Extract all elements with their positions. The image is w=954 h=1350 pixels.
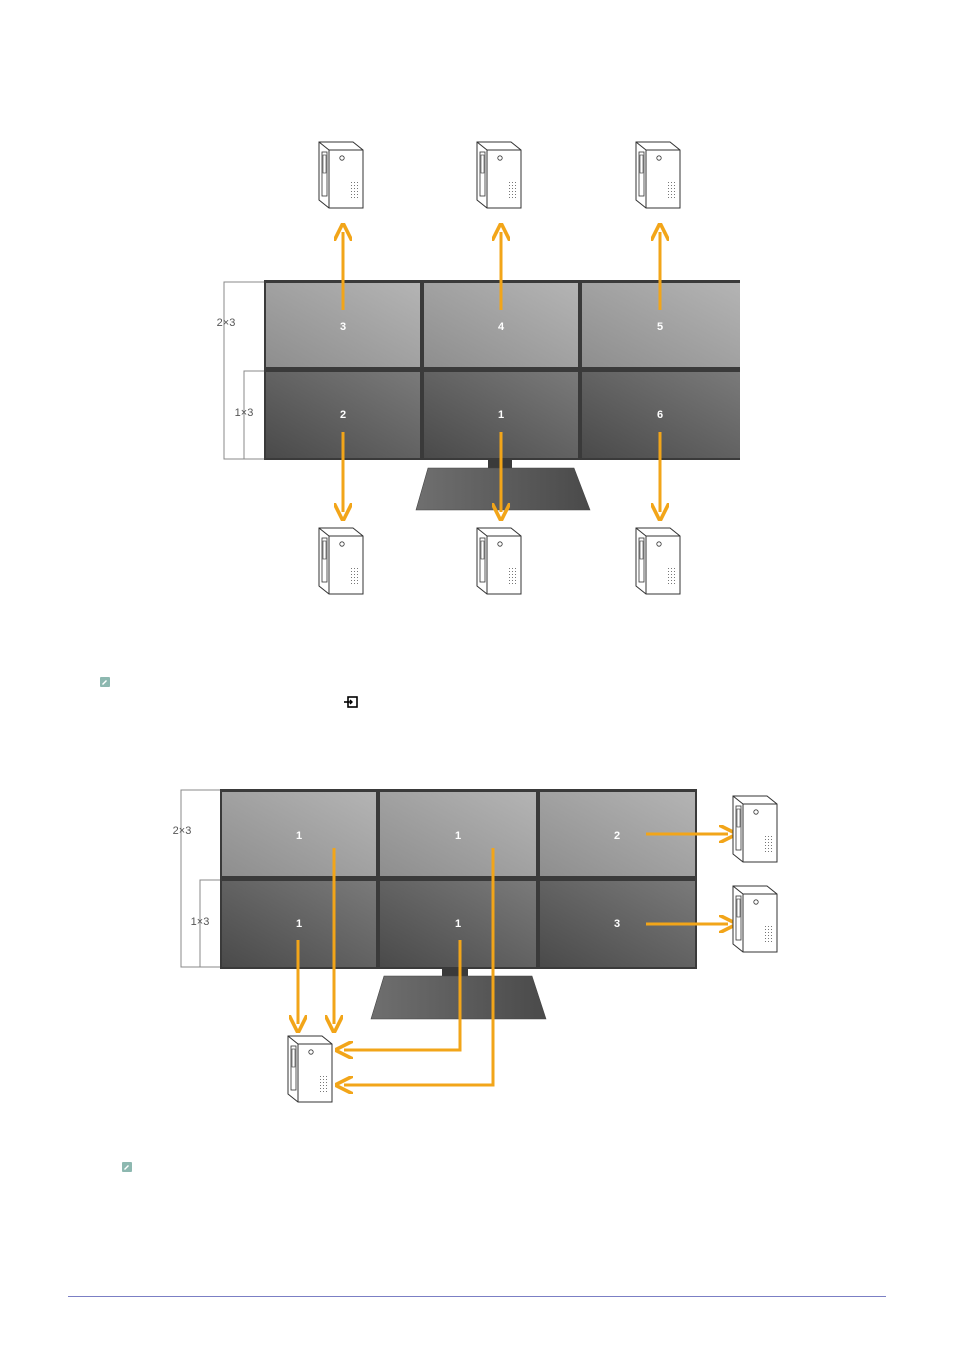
pc-tower-icon — [477, 142, 521, 208]
screen-number: 3 — [340, 321, 346, 333]
monitor-stand — [416, 455, 590, 510]
pc-tower-icon — [733, 796, 777, 862]
note-icon — [122, 1159, 132, 1169]
screen-number: 1 — [296, 830, 302, 842]
screen-number: 1 — [455, 830, 461, 842]
screen-number: 6 — [657, 409, 663, 421]
pc-tower-icon — [733, 886, 777, 952]
pc-tower-icon — [636, 528, 680, 594]
screen-number: 5 — [657, 321, 663, 333]
pc-tower-icon — [319, 528, 363, 594]
screen-number: 1 — [498, 409, 504, 421]
diagram-2: 2×3 1×3 1 1 2 1 1 3 — [173, 789, 777, 1102]
label-1x3: 1×3 — [191, 916, 210, 928]
screen-number: 4 — [498, 321, 505, 333]
diagram-1: 2×3 1×3 3 4 5 2 1 6 — [217, 142, 740, 594]
pc-tower-icon — [477, 528, 521, 594]
pc-tower-icon — [288, 1036, 332, 1102]
label-2x3: 2×3 — [173, 825, 192, 837]
screen-number: 1 — [455, 918, 461, 930]
screen-number: 2 — [614, 830, 620, 842]
screen-number: 2 — [340, 409, 346, 421]
label-1x3: 1×3 — [235, 407, 254, 419]
screen-number: 3 — [614, 918, 620, 930]
label-2x3: 2×3 — [217, 317, 236, 329]
pc-tower-icon — [636, 142, 680, 208]
input-source-icon — [343, 695, 359, 709]
pc-tower-icon — [319, 142, 363, 208]
screen-number: 1 — [296, 918, 302, 930]
note-icon — [100, 674, 110, 684]
footer-rule — [68, 1296, 886, 1297]
